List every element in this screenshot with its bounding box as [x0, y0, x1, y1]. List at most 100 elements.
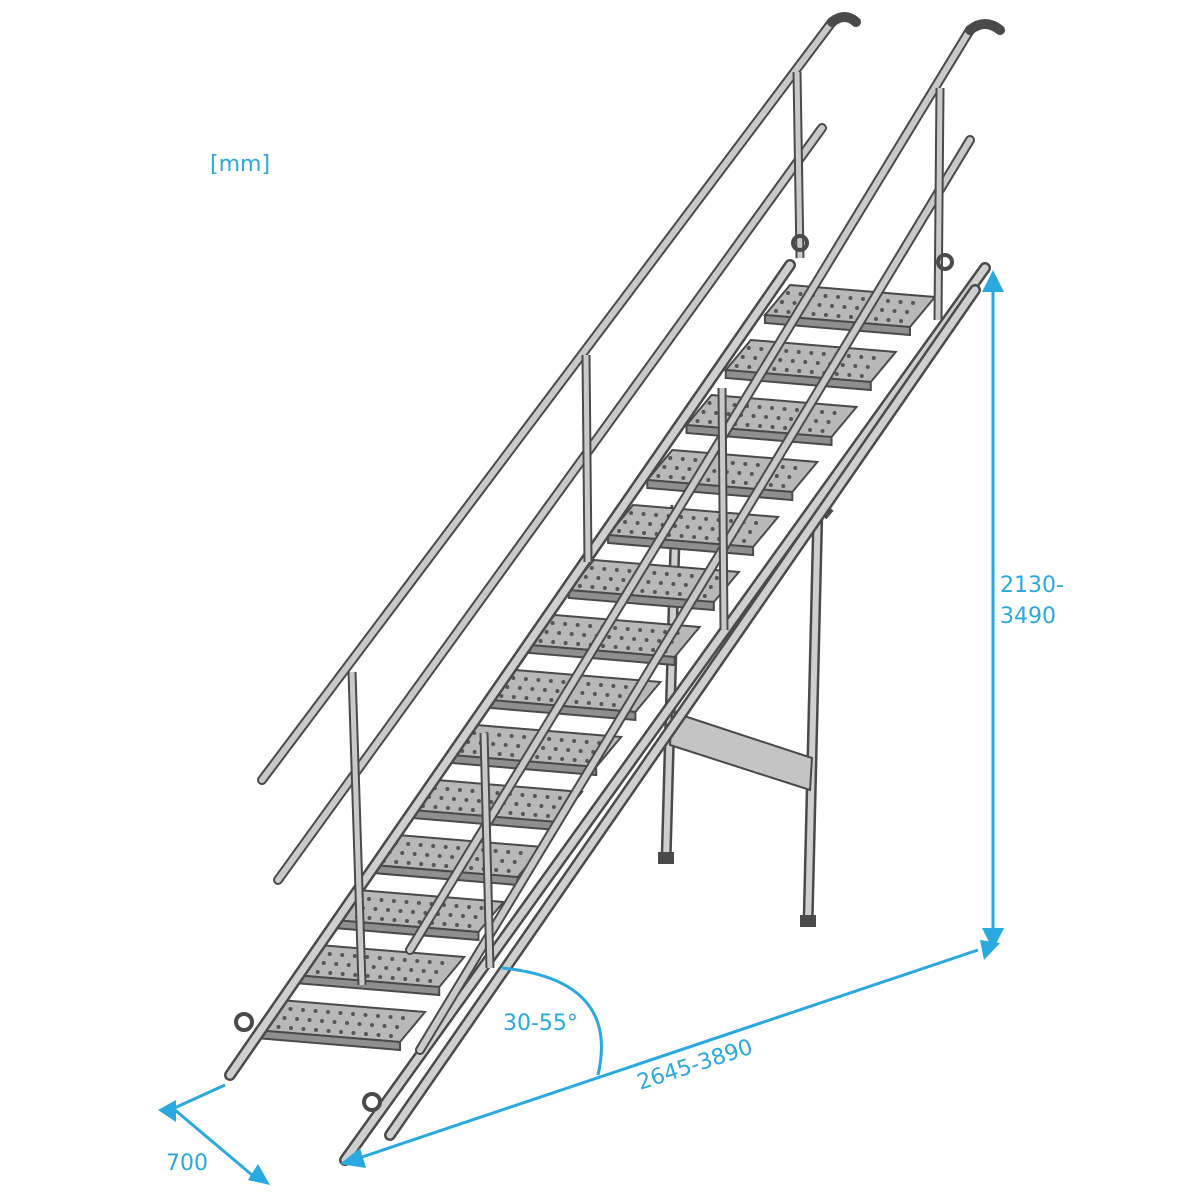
tread-hole [640, 589, 645, 593]
tread-hole [473, 915, 478, 919]
tread-hole [707, 401, 712, 405]
tread-hole [880, 308, 884, 312]
tread-hole [334, 962, 339, 966]
tread-hole [608, 577, 613, 581]
tread-hole [613, 626, 618, 630]
tread-hole [364, 1032, 368, 1036]
tread-hole [635, 521, 640, 525]
tread-hole [585, 759, 590, 763]
tread-hole [911, 301, 915, 305]
tread-hole [749, 472, 754, 476]
tread-hole [780, 465, 785, 469]
tread-hole [489, 800, 494, 804]
tread-hole [605, 693, 610, 697]
tread-hole [470, 789, 475, 793]
tread-hole [753, 356, 758, 360]
tread-hole [745, 423, 750, 427]
tread-hole [658, 581, 663, 585]
tread-hole [704, 536, 709, 540]
tread-hole [796, 350, 801, 354]
tread-hole [783, 426, 788, 430]
tread-hole [494, 868, 499, 872]
tread-hole [470, 808, 475, 812]
tread-hole [469, 866, 474, 870]
tread-hole [557, 631, 562, 635]
tread-hole [611, 684, 616, 688]
tread-hole [602, 586, 607, 590]
tread-hole [726, 412, 731, 416]
tread-hole [698, 526, 703, 530]
tread-hole [607, 635, 612, 639]
tread-hole [390, 976, 395, 980]
tread-hole [808, 428, 813, 432]
tread-hole [652, 571, 657, 575]
tread-hole [574, 700, 579, 704]
tread-hole [836, 314, 841, 318]
tread-hole [437, 854, 442, 858]
tread-hole [313, 1009, 318, 1013]
tread-hole [357, 1022, 362, 1026]
tread-hole [340, 972, 345, 976]
tread-hole [731, 480, 736, 484]
tread-hole [586, 682, 591, 686]
tread-hole [692, 535, 697, 539]
tread-hole [898, 300, 903, 304]
tread-hole [755, 463, 760, 467]
tread-hole [390, 957, 395, 961]
tread-hole [508, 811, 513, 815]
tread-hole [561, 680, 566, 684]
tread-hole [340, 953, 345, 957]
left-handrail [257, 12, 861, 986]
tread-hole [377, 956, 382, 960]
tread-hole [326, 1010, 330, 1014]
tread-hole [367, 916, 372, 920]
tread-hole [768, 483, 773, 487]
tread-hole [811, 312, 816, 316]
tread-hole [493, 849, 498, 853]
tread-hole [572, 739, 577, 743]
tread-hole [757, 405, 762, 409]
tread-hole [403, 977, 408, 981]
tread-hole [743, 481, 748, 485]
tread-hole [712, 469, 717, 473]
tread-hole [859, 355, 864, 359]
tread-hole [743, 462, 748, 466]
tread-hole [679, 534, 684, 538]
tread-hole [371, 965, 376, 969]
tread-hole [592, 692, 597, 696]
tread-hole [892, 309, 897, 313]
tread-hole [826, 420, 831, 424]
tread-hole [657, 639, 662, 643]
tread-hole [366, 897, 371, 901]
tread-hole [809, 351, 814, 355]
tread-hole [338, 1011, 343, 1015]
tread-hole [503, 743, 508, 747]
tread-hole [415, 978, 420, 982]
right-handrail [405, 19, 1005, 1055]
support-frame [658, 500, 834, 927]
tread-hole [665, 591, 670, 595]
tread-hole [710, 527, 715, 531]
tread-hole [770, 406, 775, 410]
tread-hole [346, 963, 351, 967]
stair-treads [253, 283, 937, 1052]
tread-hole [846, 354, 851, 358]
tread-hole [365, 974, 370, 978]
tread-hole [456, 846, 461, 850]
tread-hole [730, 461, 735, 465]
tread-hole [472, 750, 477, 754]
tread-hole [373, 907, 378, 911]
tread-hole [842, 305, 847, 309]
tread-hole [654, 513, 659, 517]
tread-hole [821, 352, 826, 356]
tread-hole [547, 756, 552, 760]
tread-hole [641, 512, 646, 516]
width-dimension: 700 [158, 1083, 270, 1185]
tread-hole [815, 361, 820, 365]
tread-hole [823, 294, 828, 298]
tread-hole [572, 758, 577, 762]
tread-hole [307, 1018, 312, 1022]
tread-hole [555, 689, 560, 693]
tread-hole [389, 1034, 393, 1038]
